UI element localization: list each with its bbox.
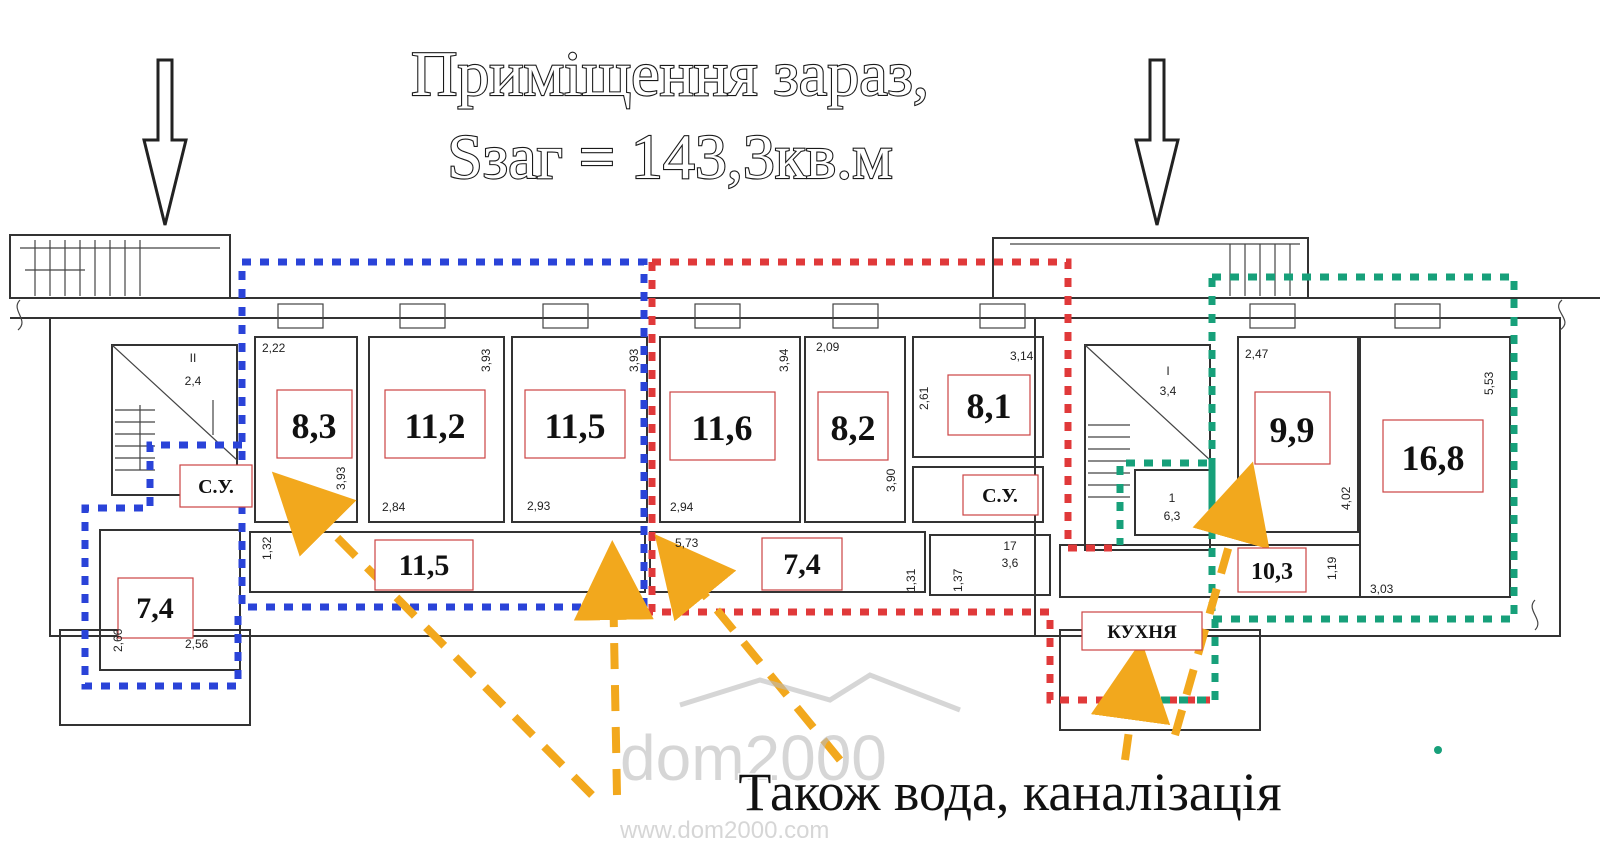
green-dot xyxy=(1434,746,1442,754)
wc-label-left: С.У. xyxy=(198,476,234,498)
dimension: 2,09 xyxy=(816,340,840,354)
dimension: 5,73 xyxy=(675,536,699,550)
stair-labels: II 2,4 I 3,4 1 6,3 17 3,6 xyxy=(185,351,1181,570)
room-area-label: 8,1 xyxy=(967,386,1012,426)
stair2-area: 2,4 xyxy=(185,374,202,388)
dimension: 2,47 xyxy=(1245,347,1269,361)
bottom-note: Також вода, каналізація xyxy=(738,762,1281,822)
dimension: 2,93 xyxy=(527,499,551,513)
dimension: 3,14 xyxy=(1010,349,1034,363)
zone-green-annex xyxy=(1116,459,1219,704)
entrance-arrow-left-icon xyxy=(142,58,188,226)
room-area-label: 11,5 xyxy=(399,549,450,582)
dimension-labels: 2,22 3,93 3,93 3,93 2,84 2,93 3,94 2,09 … xyxy=(111,340,1496,652)
dimension: 2,66 xyxy=(111,628,125,652)
room1-num: 1 xyxy=(1169,491,1176,505)
dimension: 1,31 xyxy=(904,568,918,592)
room-area-label: 8,2 xyxy=(831,408,876,448)
room-area-label: 7,4 xyxy=(136,592,174,625)
dimension: 2,61 xyxy=(917,386,931,410)
dimension: 3,93 xyxy=(334,466,348,490)
dimension: 3,94 xyxy=(777,348,791,372)
room-area-label: 11,6 xyxy=(691,408,752,448)
dimension: 2,94 xyxy=(670,500,694,514)
dimension: 3,90 xyxy=(884,468,898,492)
entrance-arrow-right-icon xyxy=(1134,58,1180,226)
dimension: 1,19 xyxy=(1325,556,1339,580)
dimension: 5,53 xyxy=(1482,371,1496,395)
stair2-num: II xyxy=(190,351,197,365)
watermark: dom2000 www.dom2000.com xyxy=(619,672,961,844)
dimension: 1,32 xyxy=(260,536,274,560)
zone-blue xyxy=(238,258,648,611)
dimension: 2,22 xyxy=(262,341,286,355)
dimension: 4,02 xyxy=(1339,486,1353,510)
watermark-url: www.dom2000.com xyxy=(619,817,829,844)
room-area-label: 16,8 xyxy=(1402,438,1465,478)
dimension: 1,37 xyxy=(951,568,965,592)
watermark-logo: dom2000 xyxy=(620,722,887,794)
wc-label-right: С.У. xyxy=(982,485,1018,507)
room-area-label: 10,3 xyxy=(1251,559,1293,585)
room-area-label: 8,3 xyxy=(292,406,337,446)
room17-num: 17 xyxy=(1003,539,1017,553)
room-area-label: 11,2 xyxy=(404,406,465,446)
title-line2: Sзаг = 143,3кв.м xyxy=(447,121,892,192)
dimension: 3,93 xyxy=(627,348,641,372)
kitchen-label: КУХНЯ xyxy=(1107,622,1177,643)
stair1-area: 3,4 xyxy=(1160,384,1177,398)
room17-area: 3,6 xyxy=(1002,556,1019,570)
plumbing-arrows xyxy=(271,461,1270,798)
room-area-label: 11,5 xyxy=(544,406,605,446)
dimension: 2,84 xyxy=(382,500,406,514)
dimension: 3,93 xyxy=(479,348,493,372)
dimension: 3,03 xyxy=(1370,582,1394,596)
area-labels: 8,3 11,2 11,5 11,6 8,2 8,1 9,9 16,8 11,5… xyxy=(117,374,1484,651)
room1-area: 6,3 xyxy=(1164,509,1181,523)
room-area-label: 9,9 xyxy=(1270,410,1315,450)
stair1-num: I xyxy=(1166,364,1169,378)
zone-green xyxy=(1208,273,1518,623)
dimension: 2,56 xyxy=(185,637,209,651)
zone-blue-annex xyxy=(81,441,242,690)
title-line1: Приміщення зараз, xyxy=(411,38,929,109)
room-area-label: 7,4 xyxy=(783,548,821,581)
